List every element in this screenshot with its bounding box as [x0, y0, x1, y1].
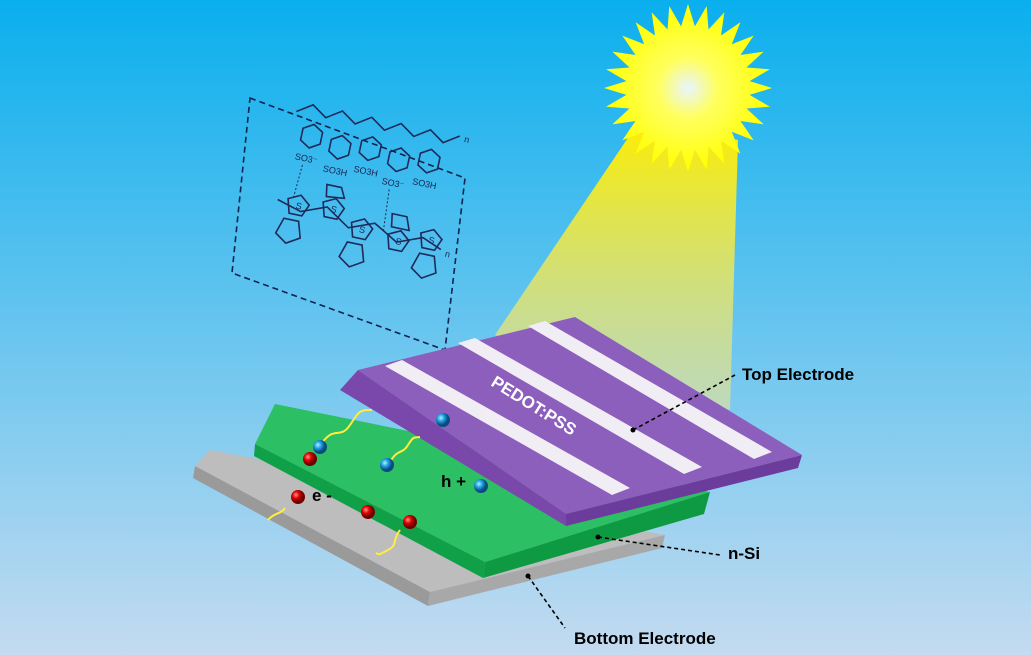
chem-label: S — [395, 236, 403, 247]
n-si-label: n-Si — [728, 544, 760, 563]
hole-icon — [380, 458, 394, 472]
chem-label: SO3H — [353, 164, 379, 179]
chem-label: SO3⁻ — [381, 176, 406, 191]
chem-label: S — [330, 204, 338, 215]
chem-label: SO3⁻ — [294, 151, 319, 166]
chem-label: S — [428, 235, 436, 246]
electron-icon — [361, 505, 375, 519]
hole-icon — [436, 413, 450, 427]
top-electrode-label: Top Electrode — [742, 365, 854, 384]
electron-icon — [291, 490, 305, 504]
hole-icon — [474, 479, 488, 493]
pedot-pss-layer: PEDOT:PSS — [340, 317, 802, 526]
leader-top-electrode — [632, 374, 736, 431]
top-electrode-finger — [528, 321, 772, 459]
electron-icon — [303, 452, 317, 466]
electrons — [291, 452, 417, 529]
hole-label: h + — [441, 472, 466, 491]
top-electrode-finger — [458, 338, 702, 474]
top-electrode-finger — [385, 360, 630, 495]
chem-label: SO3H — [411, 176, 437, 191]
bottom-electrode-label: Bottom Electrode — [574, 629, 716, 648]
holes — [313, 413, 488, 493]
chem-label: S — [295, 201, 303, 212]
hole-icon — [313, 440, 327, 454]
leader-bottom-electrode — [527, 575, 566, 629]
electron-icon — [403, 515, 417, 529]
chem-label: n — [463, 134, 470, 145]
carrier-arrows — [267, 409, 421, 556]
chem-label: SO3H — [322, 163, 348, 178]
chem-label: n — [444, 249, 451, 260]
electron-label: e - — [312, 486, 332, 505]
chem-label: S — [358, 224, 366, 235]
sun-icon — [604, 4, 772, 172]
